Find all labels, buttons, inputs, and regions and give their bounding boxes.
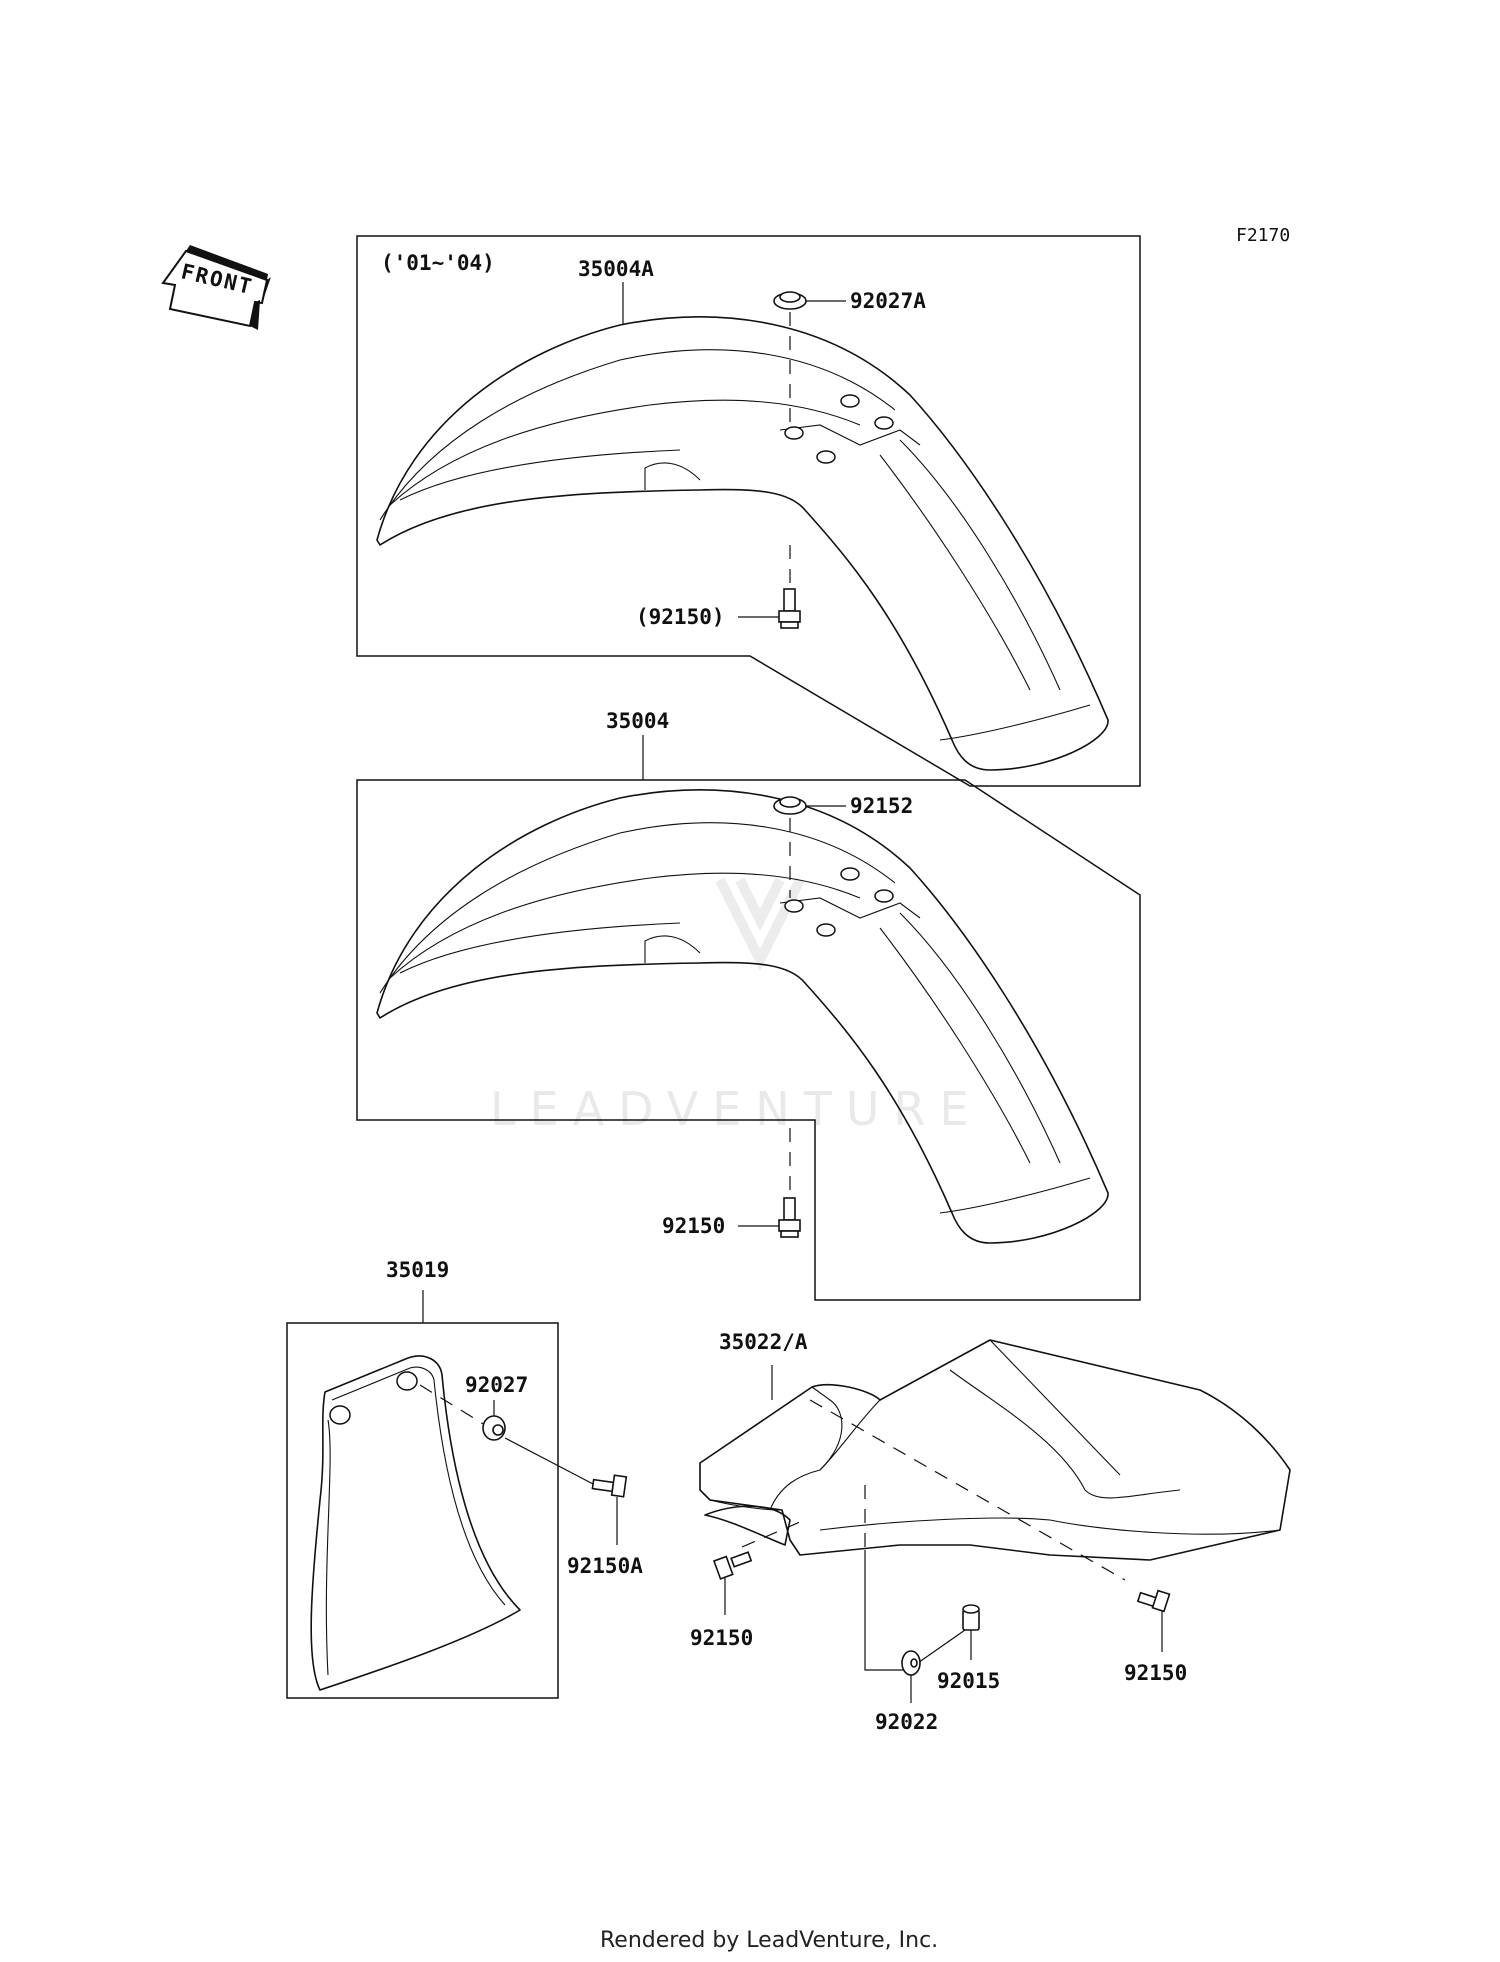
label-92150-front: 92150: [662, 1214, 725, 1238]
label-35019: 35019: [386, 1258, 449, 1282]
label-35004A: 35004A: [578, 257, 654, 281]
washer-92022-icon[interactable]: [901, 1650, 921, 1676]
label-92150-rear-left: 92150: [690, 1626, 753, 1650]
label-92022: 92022: [875, 1710, 938, 1734]
label-92027: 92027: [465, 1373, 528, 1397]
bolt-92150A-assembly-line: [504, 1437, 596, 1486]
group-frame-35004: [356, 779, 1141, 1301]
rear-fender-assembly-line-top: [809, 1399, 1126, 1581]
front-fender-35004A[interactable]: [376, 316, 1109, 771]
label-92027A: 92027A: [850, 289, 926, 313]
group-frame-35004A: [356, 235, 1141, 787]
footer-credit: Rendered by LeadVenture, Inc.: [600, 1928, 938, 1953]
grommet-92027-icon[interactable]: [482, 1415, 506, 1441]
label-92150A: 92150A: [567, 1554, 643, 1578]
bolt-92150-rear-right-icon[interactable]: [1136, 1589, 1171, 1613]
label-35022A: 35022/A: [719, 1330, 808, 1354]
grommet-92027A-icon[interactable]: [773, 291, 807, 310]
nut-92015-icon[interactable]: [962, 1604, 980, 1631]
watermark-logo-icon: [715, 877, 805, 972]
bolt-92150-top-icon[interactable]: [778, 588, 801, 629]
grommet-92027-assembly-line: [419, 1384, 486, 1426]
label-92015: 92015: [937, 1669, 1000, 1693]
bolt-92150A-icon[interactable]: [591, 1474, 628, 1498]
bolt-92150-front-icon[interactable]: [778, 1197, 801, 1238]
watermark: LEADVENTURE: [490, 1082, 983, 1136]
front-fender-35004[interactable]: [376, 789, 1109, 1244]
nut-assembly-line: [914, 1629, 966, 1666]
diagram-code: F2170: [1236, 225, 1290, 246]
rear-fender-35022A[interactable]: [699, 1339, 1291, 1561]
front-direction-arrow-icon: FRONT: [161, 245, 271, 330]
grommet-92152-icon[interactable]: [773, 796, 807, 815]
guard-35019[interactable]: [310, 1355, 521, 1691]
label-92150-rear-right: 92150: [1124, 1661, 1187, 1685]
bolt-92150-rear-left-icon[interactable]: [712, 1551, 753, 1580]
label-year-range: ('01~'04): [381, 251, 495, 275]
rear-fender-hardware-bracket: [864, 1550, 905, 1671]
label-92150-paren: (92150): [636, 605, 725, 629]
rear-fender-assembly-line-left: [741, 1521, 801, 1548]
label-35004: 35004: [606, 709, 669, 733]
label-92152: 92152: [850, 794, 913, 818]
